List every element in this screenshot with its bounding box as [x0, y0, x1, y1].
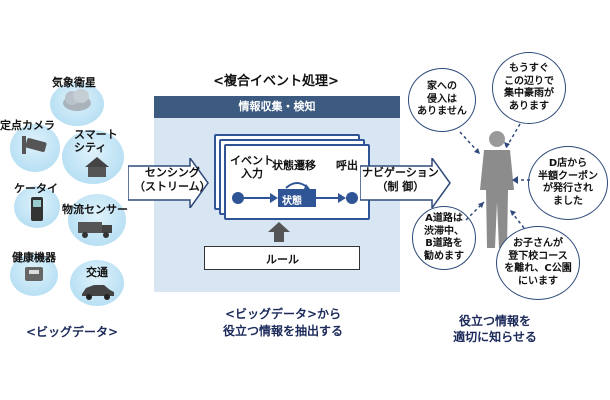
notification-arrows [459, 123, 530, 229]
rule-box [204, 246, 360, 270]
state-transition-label: 状態遷移 [272, 159, 316, 172]
security-camera-icon [22, 136, 47, 154]
event-input-label: イベント 入力 [230, 154, 274, 180]
rule-up-arrow [268, 222, 290, 242]
speech-bubble-rain: もうすぐ この辺りで 集中豪雨が あります [492, 52, 566, 124]
speech-bubble-coupon: D店から 半額クーポン が発行され ました [528, 146, 608, 220]
input-arrow [128, 158, 209, 208]
mobile-phone-icon [31, 197, 43, 221]
panel-title: 情報収集・検知 [154, 96, 400, 118]
speech-bubble-home: 家への 侵入は ありません [408, 68, 476, 132]
person-silhouette-icon [480, 131, 514, 248]
fixed-camera-label: 定点カメラ [0, 119, 55, 132]
truck-icon [78, 222, 112, 238]
notify-caption-line1: 役立つ情報を [458, 314, 531, 328]
output-arrow [360, 158, 451, 208]
house-icon [85, 157, 109, 177]
logistics-sensor-bubble [68, 194, 126, 246]
scale-icon [25, 267, 43, 281]
input-arrow-label: センシング （ストリーム） [134, 166, 211, 193]
logistics-sensor-label: 物流センサー [62, 203, 128, 216]
state-flow [232, 182, 358, 207]
car-icon [82, 285, 114, 300]
speech-bubble-child: お子さんが 登下校コース を離れ、C公園 にいます [496, 226, 580, 300]
big-data-caption: <ビッグデータ> [25, 325, 119, 339]
mobile-phone-label: ケータイ [14, 182, 58, 195]
notify-caption-line2: 適切に知らせる [453, 330, 537, 344]
rule-label: ルール [266, 253, 299, 266]
traffic-bubble [70, 260, 124, 306]
speech-bubble-road: A道路は 渋滞中、 B道路を 勧めます [412, 206, 476, 270]
extract-caption-line2: 役立つ情報を抽出する [222, 324, 343, 338]
diagram-title: <複合イベント処理> [213, 74, 339, 89]
weather-satellite-label: 気象衛星 [52, 76, 96, 89]
smart-city-label: スマート シティ [74, 128, 118, 154]
extract-caption-line1: <ビッグデータ>から [224, 307, 342, 321]
call-label: 呼出 [336, 159, 358, 172]
state-label: 状態 [282, 196, 302, 207]
health-device-label: 健康機器 [12, 251, 56, 264]
output-arrow-label: ナビゲーション （制 御） [362, 166, 439, 193]
traffic-label: 交通 [86, 266, 108, 279]
cloud-icon [63, 89, 91, 111]
